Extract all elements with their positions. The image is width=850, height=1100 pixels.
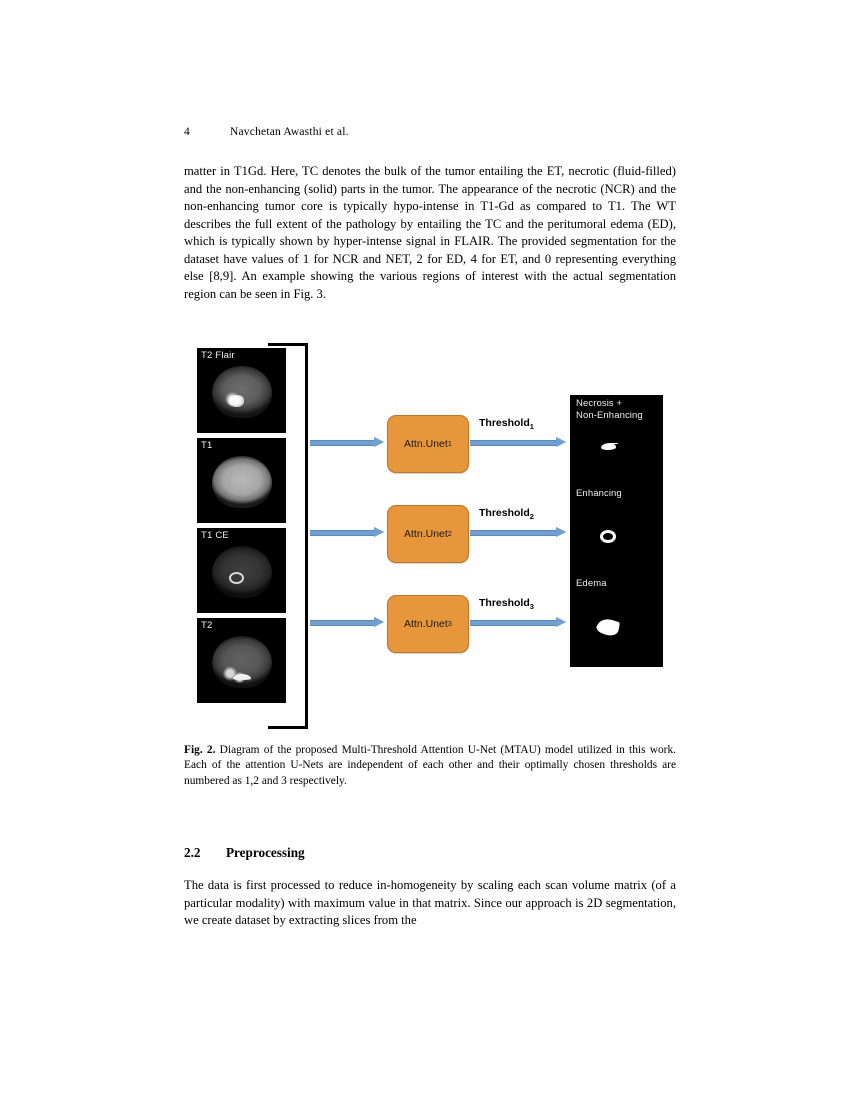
output-arrow-1	[470, 437, 566, 447]
output-panel-label: Edema	[576, 578, 607, 590]
threshold-subscript: 3	[529, 602, 534, 612]
arrow-shaft	[470, 619, 556, 626]
brain-slice-image	[211, 546, 272, 599]
arrow-head	[374, 617, 384, 627]
mri-panel-t1-ce: T1 CE	[197, 528, 286, 613]
threshold-label-1: Threshold1	[479, 417, 534, 432]
arrow-shaft	[470, 529, 556, 536]
arrow-shaft	[470, 439, 556, 446]
section-heading: 2.2 Preprocessing	[184, 845, 676, 861]
arrow-head	[556, 617, 566, 627]
figure-caption: Fig. 2. Diagram of the proposed Multi-Th…	[184, 743, 676, 789]
arrow-head	[374, 527, 384, 537]
running-head: 4 Navchetan Awasthi et al.	[184, 126, 676, 138]
mri-label-t1: T1	[201, 440, 213, 451]
mri-panel-t1: T1	[197, 438, 286, 523]
section-title: Preprocessing	[226, 845, 305, 860]
segmentation-mask	[595, 615, 621, 639]
threshold-text: Threshold	[479, 417, 530, 429]
figure-caption-text: Diagram of the proposed Multi-Threshold …	[184, 744, 676, 787]
threshold-subscript: 2	[529, 512, 534, 522]
arrow-shaft	[310, 439, 374, 446]
mri-label-t1-ce: T1 CE	[201, 530, 229, 541]
figure-2-diagram: T2 Flair T1 T1 CE T2	[184, 337, 676, 732]
brain-slice-image	[211, 636, 272, 689]
arrow-head	[556, 437, 566, 447]
input-arrow-2	[310, 527, 384, 537]
running-head-authors: Navchetan Awasthi et al.	[230, 126, 349, 138]
arrow-shaft	[310, 619, 374, 626]
model-box-label: Attn.Unet	[404, 438, 448, 450]
segmentation-mask	[601, 443, 616, 450]
arrow-head	[556, 527, 566, 537]
output-label-line-2: Non-Enhancing	[576, 409, 643, 421]
output-arrow-3	[470, 617, 566, 627]
mri-panel-t2-flair: T2 Flair	[197, 348, 286, 433]
input-arrow-1	[310, 437, 384, 447]
mri-label-t2: T2	[201, 620, 213, 631]
arrow-shaft	[310, 529, 374, 536]
output-label-line-1: Enhancing	[576, 488, 622, 499]
output-panel-edema: Edema	[570, 575, 663, 667]
output-panel-label: Enhancing	[576, 488, 622, 500]
threshold-label-2: Threshold2	[479, 507, 534, 522]
output-label-line-1: Edema	[576, 578, 607, 589]
brain-slice-image	[211, 366, 272, 419]
model-box-label: Attn.Unet	[404, 618, 448, 630]
output-panel-enhancing: Enhancing	[570, 485, 663, 577]
output-arrow-2	[470, 527, 566, 537]
section-number: 2.2	[184, 845, 201, 860]
brain-slice-image	[211, 456, 272, 509]
body-paragraph-1: matter in T1Gd. Here, TC denotes the bul…	[184, 164, 676, 301]
model-box-label: Attn.Unet	[404, 528, 448, 540]
input-modality-stack: T2 Flair T1 T1 CE T2	[197, 348, 286, 703]
threshold-label-3: Threshold3	[479, 597, 534, 612]
figure-caption-label: Fig. 2.	[184, 744, 216, 756]
output-panel-label: Necrosis + Non-Enhancing	[576, 398, 643, 421]
body-paragraph-2: The data is first processed to reduce in…	[184, 878, 676, 928]
threshold-text: Threshold	[479, 597, 530, 609]
input-grouping-bracket	[268, 343, 308, 729]
output-label-line-1: Necrosis +	[576, 398, 623, 409]
segmentation-mask	[600, 530, 616, 543]
threshold-subscript: 1	[529, 422, 534, 432]
input-arrow-3	[310, 617, 384, 627]
mri-panel-t2: T2	[197, 618, 286, 703]
threshold-text: Threshold	[479, 507, 530, 519]
mri-label-t2-flair: T2 Flair	[201, 350, 235, 361]
arrow-head	[374, 437, 384, 447]
output-panel-necrosis: Necrosis + Non-Enhancing	[570, 395, 663, 487]
page-folio: 4	[184, 126, 190, 138]
